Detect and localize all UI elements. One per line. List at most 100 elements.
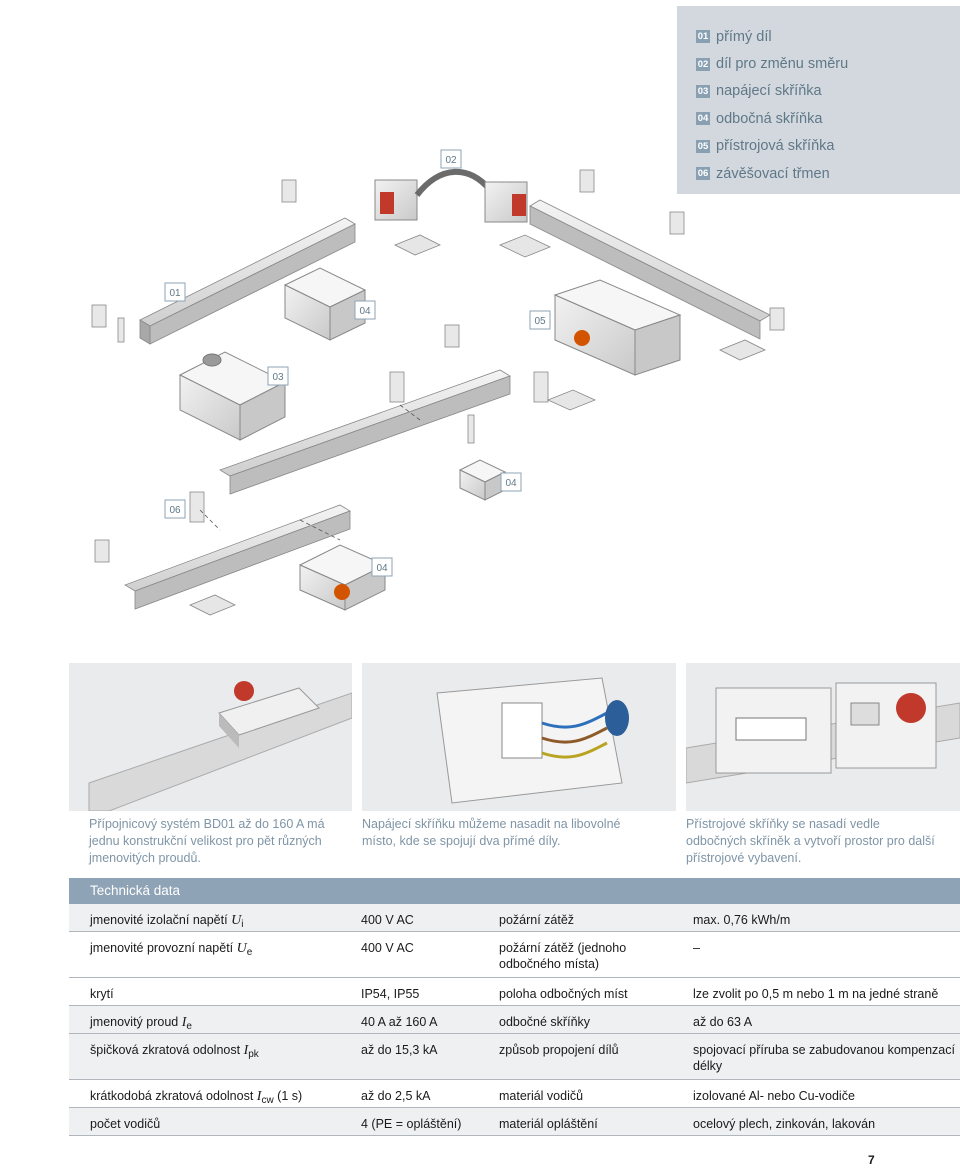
legend-panel: 01 přímý díl 02 díl pro změnu směru 03 napá… <box>677 6 960 194</box>
parameter-suffix: (1 s) <box>273 1089 303 1103</box>
svg-text:02: 02 <box>445 155 457 166</box>
legend-number: 06 <box>696 167 710 181</box>
parameter-label: počet vodičů <box>90 1116 350 1132</box>
property-label: požární zátěž <box>499 913 575 927</box>
parameter-text: krátkodobá zkratová odolnost <box>90 1089 257 1103</box>
legend-number: 04 <box>696 112 710 126</box>
parameter-text: krytí <box>90 987 114 1001</box>
svg-text:03: 03 <box>272 372 284 383</box>
legend-item: 01 přímý díl <box>696 23 960 50</box>
parameter-symbol: I <box>181 1015 187 1030</box>
tag-05: 05 <box>529 310 551 330</box>
tag-02: 02 <box>440 149 462 169</box>
busbar-system-diagram: 02 01 04 05 03 04 06 04 <box>91 149 785 616</box>
table-row: krytí IP54, IP55 poloha odbočných míst lze … <box>69 978 960 1006</box>
parameter-subscript: i <box>241 919 244 930</box>
tap-off-box-2 <box>458 459 507 501</box>
legend-item: 05 přístrojová skříňka <box>696 133 960 160</box>
parameter-value: 40 A až 160 A <box>361 1015 438 1029</box>
svg-text:04: 04 <box>376 563 388 574</box>
property-value: max. 0,76 kWh/m <box>693 913 791 927</box>
tag-04b: 04 <box>500 472 522 492</box>
parameter-text: jmenovitý proud <box>90 1015 182 1029</box>
parameter-text: špičková zkratová odolnost <box>90 1043 244 1057</box>
parameter-label: jmenovitý proud Ie <box>90 1014 350 1035</box>
legend-label: závěšovací třmen <box>716 165 830 182</box>
parameter-text: jmenovité provozní napětí <box>90 941 237 955</box>
parameter-value: 4 (PE = opláštění) <box>361 1117 462 1131</box>
legend-label: odbočná skříňka <box>716 110 823 127</box>
parameter-symbol: U <box>231 913 242 928</box>
caption-feeder-box: Napájecí skříňku můžeme nasadit na libov… <box>362 817 621 848</box>
technical-data-table: jmenovité izolační napětí Ui 400 V AC požá… <box>69 904 960 1136</box>
parameter-symbol: U <box>236 941 247 956</box>
straight-section-lower <box>124 504 351 610</box>
parameter-subscript: cw <box>261 1095 274 1106</box>
technical-data-heading: Technická data <box>69 878 960 904</box>
straight-section-upper <box>139 217 356 345</box>
photo-busbar-system <box>69 663 352 811</box>
parameter-value: 400 V AC <box>361 941 414 955</box>
parameter-label: jmenovité izolační napětí Ui <box>90 912 350 933</box>
svg-text:06: 06 <box>169 505 181 516</box>
parameter-subscript: e <box>246 947 253 958</box>
parameter-label: krytí <box>90 986 350 1002</box>
property-value: spojovací příruba se zabudovanou kompenz… <box>693 1043 955 1073</box>
device-box <box>553 279 682 376</box>
legend-label: přímý díl <box>716 28 772 45</box>
svg-text:05: 05 <box>534 316 546 327</box>
parameter-label: krátkodobá zkratová odolnost Icw (1 s) <box>90 1088 350 1109</box>
property-value: až do 63 A <box>693 1015 753 1029</box>
property-value: – <box>693 941 700 955</box>
parameter-label: jmenovité provozní napětí Ue <box>90 940 350 961</box>
table-row: krátkodobá zkratová odolnost Icw (1 s)až… <box>69 1080 960 1108</box>
parameter-subscript: pk <box>248 1049 259 1060</box>
tag-06: 06 <box>164 499 186 519</box>
parameter-text: počet vodičů <box>90 1117 161 1131</box>
property-value: ocelový plech, zinkován, lakován <box>693 1117 876 1131</box>
svg-text:04: 04 <box>359 306 371 317</box>
table-row: počet vodičů 4 (PE = opláštění) materiál o… <box>69 1108 960 1136</box>
photo-device-box <box>686 663 960 811</box>
property-label: poloha odbočných míst <box>499 987 628 1001</box>
parameter-value: až do 15,3 kA <box>361 1043 438 1057</box>
legend-number: 01 <box>696 30 710 44</box>
parameter-value: 400 V AC <box>361 913 414 927</box>
tag-04a: 04 <box>354 300 376 320</box>
property-label: požární zátěž (jednoho odbočného místa) <box>499 941 627 971</box>
legend-item: 04 odbočná skříňka <box>696 105 960 132</box>
legend-number: 02 <box>696 57 710 71</box>
photo-feeder-box <box>362 663 676 811</box>
legend-item: 02 díl pro změnu směru <box>696 50 960 77</box>
table-row: jmenovité provozní napětí Ue 400 V AC požá… <box>69 932 960 978</box>
legend-number: 05 <box>696 139 710 153</box>
property-label: materiál opláštění <box>499 1117 598 1131</box>
page-number: 7 <box>868 1153 875 1167</box>
legend-label: napájecí skříňka <box>716 83 822 100</box>
property-value: lze zvolit po 0,5 m nebo 1 m na jedné st… <box>693 987 939 1001</box>
tag-04c: 04 <box>371 557 393 577</box>
property-value: izolované Al- nebo Cu-vodiče <box>693 1089 855 1103</box>
straight-section-right <box>529 199 771 340</box>
direction-change-part <box>374 168 528 223</box>
table-row: jmenovité izolační napětí Ui 400 V AC požá… <box>69 904 960 932</box>
tap-off-box-1 <box>283 267 367 341</box>
legend-label: díl pro změnu směru <box>716 56 849 73</box>
caption-busbar-system: Přípojnicový systém BD01 až do 160 A má … <box>89 817 325 865</box>
tag-03: 03 <box>267 366 289 386</box>
feeder-box <box>178 351 287 441</box>
legend-item: 06 závěšovací třmen <box>696 160 960 187</box>
svg-text:01: 01 <box>169 288 181 299</box>
legend-number: 03 <box>696 84 710 98</box>
parameter-subscript: e <box>186 1021 192 1032</box>
hanger-brackets <box>91 169 785 563</box>
caption-device-box: Přístrojové skříňky se nasadí vedle odbo… <box>686 817 935 865</box>
property-label: materiál vodičů <box>499 1089 584 1103</box>
tag-01: 01 <box>164 282 186 302</box>
legend-label: přístrojová skříňka <box>716 138 835 155</box>
parameter-text: jmenovité izolační napětí <box>90 913 232 927</box>
parameter-value: IP54, IP55 <box>361 987 420 1001</box>
svg-text:04: 04 <box>505 478 517 489</box>
